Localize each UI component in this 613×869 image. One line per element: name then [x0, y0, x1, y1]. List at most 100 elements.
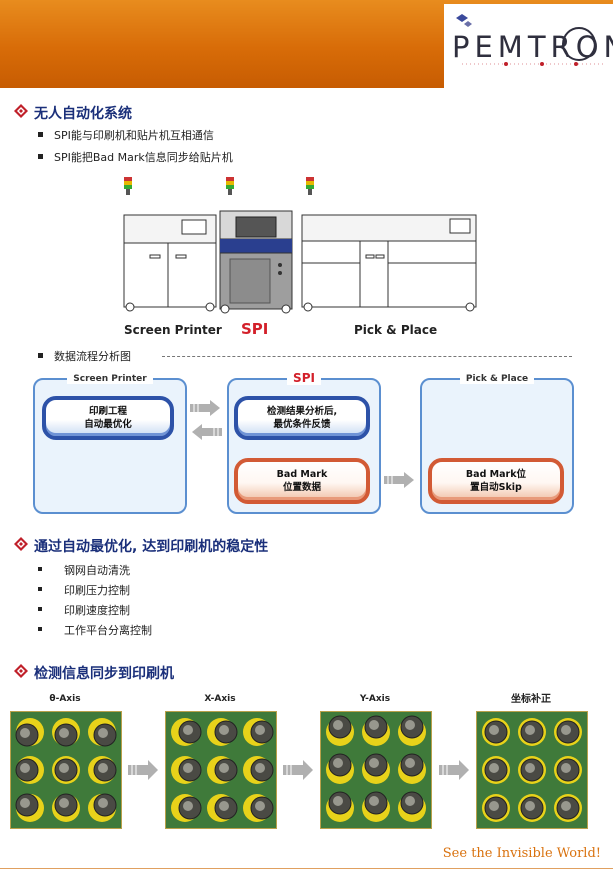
paste-highlight — [98, 728, 108, 738]
paste-highlight — [369, 758, 379, 768]
right-arrow-icon — [439, 760, 469, 780]
paste-highlight — [20, 763, 30, 773]
paste-highlight — [255, 801, 265, 811]
board-corrected — [476, 711, 588, 829]
paste-highlight — [333, 796, 343, 806]
paste-highlight — [525, 801, 535, 811]
paste-highlight — [59, 798, 69, 808]
board-theta-image — [11, 712, 121, 828]
bullet-item: 印刷压力控制 — [64, 584, 130, 597]
pill-line: 自动最优化 — [84, 419, 132, 430]
flow-box-title: Screen Printer — [33, 374, 187, 384]
flow-box-title-text: Pick & Place — [459, 374, 535, 384]
bidirectional-arrow-icon — [190, 400, 222, 440]
paste-highlight — [561, 725, 571, 735]
paste-highlight — [525, 725, 535, 735]
bullet-square — [38, 132, 43, 137]
screen-printer-machine — [123, 177, 217, 312]
board-x-image — [166, 712, 276, 828]
paste-highlight — [20, 728, 30, 738]
paste-highlight — [333, 758, 343, 768]
bullet-item: SPI能把Bad Mark信息同步给贴片机 — [54, 151, 233, 164]
bullet-square — [38, 567, 42, 571]
paste-highlight — [183, 801, 193, 811]
flow-box-title-text: SPI — [287, 371, 321, 385]
board-corrected-image — [477, 712, 587, 828]
axis-label-y: Y-Axis — [359, 694, 391, 704]
pill-line: 置自动Skip — [470, 482, 522, 493]
machine-line-illustration — [123, 177, 477, 314]
paste-highlight — [219, 801, 229, 811]
paste-highlight — [98, 798, 108, 808]
paste-highlight — [59, 763, 69, 773]
bullet-square — [38, 353, 43, 358]
paste-highlight — [525, 763, 535, 773]
pick-and-place-machine — [301, 177, 477, 312]
paste-highlight — [59, 728, 69, 738]
paste-highlight — [369, 720, 379, 730]
right-arrow-icon — [128, 760, 158, 780]
logo-text: PEMTRON — [452, 30, 613, 64]
pemtron-logo: PEMTRON — [444, 4, 613, 88]
paste-highlight — [255, 763, 265, 773]
label-screen-printer: Screen Printer — [124, 323, 222, 337]
paste-highlight — [489, 801, 499, 811]
logo-mark-icon — [456, 14, 604, 66]
flow-box-title-text: Screen Printer — [67, 374, 153, 384]
bullet-item: 钢网自动清洗 — [64, 564, 130, 577]
pill-line: Bad Mark — [276, 469, 328, 480]
pill-bad-mark-skip: Bad Mark位置自动Skip — [428, 458, 564, 504]
paste-highlight — [219, 725, 229, 735]
section-title-stability: 通过自动最优化, 达到印刷机的稳定性 — [34, 539, 269, 555]
section-diamond-icon — [14, 104, 28, 118]
paste-highlight — [405, 720, 415, 730]
pill-print-optimize: 印刷工程自动最优化 — [42, 396, 174, 440]
paste-highlight — [561, 801, 571, 811]
flow-box-title: Pick & Place — [420, 374, 574, 384]
label-spi: SPI — [241, 320, 269, 338]
right-arrow-icon — [283, 760, 313, 780]
dashed-divider — [162, 356, 572, 357]
paste-highlight — [98, 763, 108, 773]
section-diamond-icon — [14, 664, 28, 678]
axis-label-theta: θ-Axis — [49, 694, 81, 704]
paste-highlight — [255, 725, 265, 735]
paste-highlight — [219, 763, 229, 773]
axis-label-x: X-Axis — [204, 694, 236, 704]
flow-box-title: SPI — [227, 371, 381, 385]
footer-slogan: See the Invisible World! — [442, 846, 601, 861]
pill-line: 位置数据 — [282, 482, 321, 493]
bullet-square — [38, 627, 42, 631]
bullet-square — [38, 154, 43, 159]
header-banner: PEMTRON — [0, 0, 613, 88]
spi-machine — [219, 177, 293, 314]
bullet-item: 印刷速度控制 — [64, 604, 130, 617]
flow-heading: 数据流程分析图 — [54, 350, 131, 363]
paste-highlight — [20, 798, 30, 808]
paste-highlight — [489, 725, 499, 735]
board-x — [165, 711, 277, 829]
bullet-square — [38, 587, 42, 591]
pill-bad-mark-data: Bad Mark 位置数据 — [234, 458, 370, 504]
paste-highlight — [561, 763, 571, 773]
paste-highlight — [333, 720, 343, 730]
paste-highlight — [183, 763, 193, 773]
axis-label-correction: 坐标补正 — [511, 694, 551, 705]
pill-line: 最优条件反馈 — [273, 419, 331, 430]
board-y-image — [321, 712, 431, 828]
pill-line: 印刷工程 — [88, 406, 127, 417]
board-y — [320, 711, 432, 829]
pill-line: 检测结果分析后, — [266, 406, 338, 417]
paste-highlight — [405, 758, 415, 768]
bullet-item: SPI能与印刷机和贴片机互相通信 — [54, 129, 214, 142]
paste-highlight — [489, 763, 499, 773]
paste-highlight — [183, 725, 193, 735]
paste-highlight — [369, 796, 379, 806]
paste-highlight — [405, 796, 415, 806]
pill-analysis-feedback: 检测结果分析后, 最优条件反馈 — [234, 396, 370, 440]
board-theta — [10, 711, 122, 829]
section-title-automation: 无人自动化系统 — [34, 106, 132, 122]
bullet-item: 工作平台分离控制 — [64, 624, 152, 637]
right-arrow-icon — [384, 472, 414, 488]
section-diamond-icon — [14, 537, 28, 551]
